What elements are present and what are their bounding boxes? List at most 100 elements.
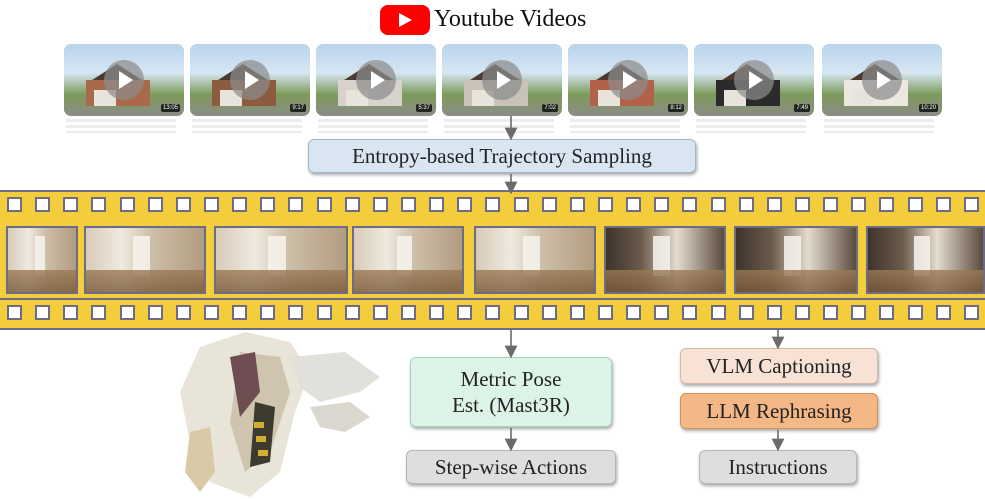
film-sprocket-hole (147, 305, 163, 320)
film-sprocket-hole (119, 197, 135, 212)
film-strip (0, 190, 985, 330)
metric-pose-line1: Metric Pose (460, 366, 562, 391)
film-sprocket-hole (372, 197, 388, 212)
film-sprocket-hole (626, 305, 642, 320)
sampled-frame (6, 226, 78, 294)
video-thumbnail[interactable]: 9:17 (190, 44, 310, 116)
play-icon[interactable] (734, 60, 774, 100)
film-sprocket-hole (654, 197, 670, 212)
video-caption-placeholder (66, 119, 176, 133)
film-sprocket-hole (35, 197, 51, 212)
film-sprocket-hole (907, 197, 923, 212)
film-sprocket-hole (907, 305, 923, 320)
video-caption-placeholder (192, 119, 302, 133)
video-thumbnail[interactable]: 7:49 (694, 44, 814, 116)
frame-floor-shape (8, 270, 76, 292)
film-sprocket-hole (429, 197, 445, 212)
frame-door-shape (35, 236, 45, 276)
film-sprocket-hole (175, 305, 191, 320)
video-duration: 13:05 (160, 104, 180, 112)
film-sprocket-hole (738, 197, 754, 212)
film-sprocket-hole (823, 197, 839, 212)
instructions-box: Instructions (699, 450, 857, 484)
llm-rephrasing-box: LLM Rephrasing (680, 393, 878, 429)
film-sprocket-hole (598, 305, 613, 320)
video-caption-placeholder (824, 119, 934, 133)
film-sprocket-hole (175, 197, 191, 212)
film-sprocket-hole (485, 305, 501, 320)
film-sprocket-hole (63, 305, 79, 320)
film-sprocket-hole (401, 197, 416, 212)
film-sprocket-hole (35, 305, 51, 320)
film-sprocket-hole (851, 305, 867, 320)
video-duration: 5:37 (416, 104, 432, 112)
play-icon[interactable] (862, 60, 902, 100)
film-sprocket-hole (654, 305, 670, 320)
sampled-frame (866, 226, 985, 294)
film-sprocket-hole (316, 305, 332, 320)
video-duration: 9:17 (290, 104, 306, 112)
metric-pose-box: Metric Pose Est. (Mast3R) (410, 357, 612, 427)
video-thumbnail[interactable]: 7:02 (442, 44, 562, 116)
frame-door-shape (523, 236, 540, 276)
video-caption-placeholder (696, 119, 806, 133)
film-sprocket-hole (766, 197, 782, 212)
play-icon[interactable] (608, 60, 648, 100)
video-thumbnail[interactable]: 8:12 (568, 44, 688, 116)
film-sprocket-hole (795, 197, 810, 212)
film-sprocket-hole (963, 197, 979, 212)
video-thumbnail[interactable]: 13:05 (64, 44, 184, 116)
point-cloud-reconstruction-image (180, 332, 380, 497)
vlm-captioning-box: VLM Captioning (680, 348, 878, 384)
film-sprocket-hole (7, 305, 22, 320)
film-sprocket-hole (91, 305, 107, 320)
youtube-logo-icon (380, 5, 430, 35)
sampled-frame (214, 226, 348, 294)
film-sprocket-hole (344, 197, 360, 212)
video-thumbnail[interactable]: 10:20 (822, 44, 942, 116)
sampled-frame (604, 226, 726, 294)
entropy-sampling-box: Entropy-based Trajectory Sampling (308, 139, 696, 173)
film-sprocket-hole (851, 197, 867, 212)
film-sprocket-hole (485, 197, 501, 212)
film-sprocket-hole (513, 305, 529, 320)
frame-floor-shape (216, 270, 346, 292)
film-sprocket-hole (232, 305, 248, 320)
film-sprocket-hole (738, 305, 754, 320)
play-icon[interactable] (482, 60, 522, 100)
film-sprocket-hole (682, 305, 698, 320)
film-sprocket-hole (204, 197, 219, 212)
frame-door-shape (397, 236, 413, 276)
video-caption-placeholder (570, 119, 680, 133)
film-sprocket-hole (795, 305, 810, 320)
metric-pose-line2: Est. (Mast3R) (452, 393, 570, 417)
film-sprocket-hole (766, 305, 782, 320)
frame-door-shape (914, 236, 931, 276)
sampled-frame (352, 226, 464, 294)
film-sprocket-hole (147, 197, 163, 212)
sampled-frame (474, 226, 596, 294)
film-sprocket-hole (91, 197, 107, 212)
film-sprocket-hole (626, 197, 642, 212)
video-duration: 10:20 (918, 104, 938, 112)
video-thumbnail[interactable]: 5:37 (316, 44, 436, 116)
film-sprocket-hole (232, 197, 248, 212)
film-sprocket-hole (63, 197, 79, 212)
play-icon[interactable] (230, 60, 270, 100)
step-wise-actions-box: Step-wise Actions (406, 450, 616, 484)
video-duration: 8:12 (668, 104, 684, 112)
film-sprocket-hole (963, 305, 979, 320)
frame-door-shape (268, 236, 287, 276)
film-sprocket-hole (513, 197, 529, 212)
film-sprocket-hole (316, 197, 332, 212)
sampled-frame (84, 226, 206, 294)
frame-floor-shape (476, 270, 594, 292)
film-sprocket-hole (569, 197, 585, 212)
play-icon[interactable] (104, 60, 144, 100)
video-caption-placeholder (444, 119, 554, 133)
film-sprocket-hole (401, 305, 416, 320)
play-icon[interactable] (356, 60, 396, 100)
frame-floor-shape (606, 270, 724, 292)
film-sprocket-hole (288, 197, 304, 212)
frame-floor-shape (736, 270, 856, 292)
